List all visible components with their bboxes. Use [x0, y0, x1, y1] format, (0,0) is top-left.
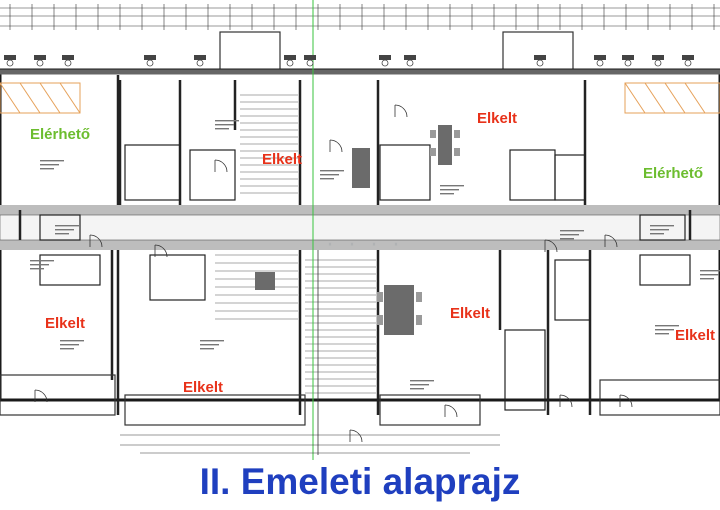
staircase	[215, 94, 376, 394]
unit-status-label: Elkelt	[262, 151, 303, 168]
unit-status-label: Elkelt	[45, 315, 86, 332]
facade-elements	[4, 55, 694, 67]
furniture	[255, 125, 452, 335]
bottom-balconies	[0, 374, 720, 426]
floor-plan-drawing	[0, 0, 720, 460]
watermark: · · · ·	[326, 233, 404, 258]
unit-status-label: Elkelt	[450, 305, 491, 322]
room-partitions	[39, 144, 691, 411]
unit-status-label: Elérhető	[643, 165, 704, 182]
outer-walls	[0, 68, 720, 402]
door-swings	[34, 104, 633, 443]
chairs	[377, 130, 460, 325]
top-dimension-lines	[0, 7, 720, 27]
bottom-dimension-lines	[120, 434, 500, 454]
window-hatching	[0, 82, 720, 114]
top-balconies	[219, 31, 574, 71]
floor-plan-title: II. Emeleti alaprajz	[199, 461, 521, 502]
corridor	[0, 205, 720, 250]
unit-status-label: Elkelt	[477, 110, 518, 127]
unit-status-label: Elkelt	[183, 379, 224, 396]
unit-status-label: Elérhető	[30, 126, 91, 143]
unit-status-label: Elkelt	[675, 327, 716, 344]
annotation-marks	[30, 120, 720, 390]
